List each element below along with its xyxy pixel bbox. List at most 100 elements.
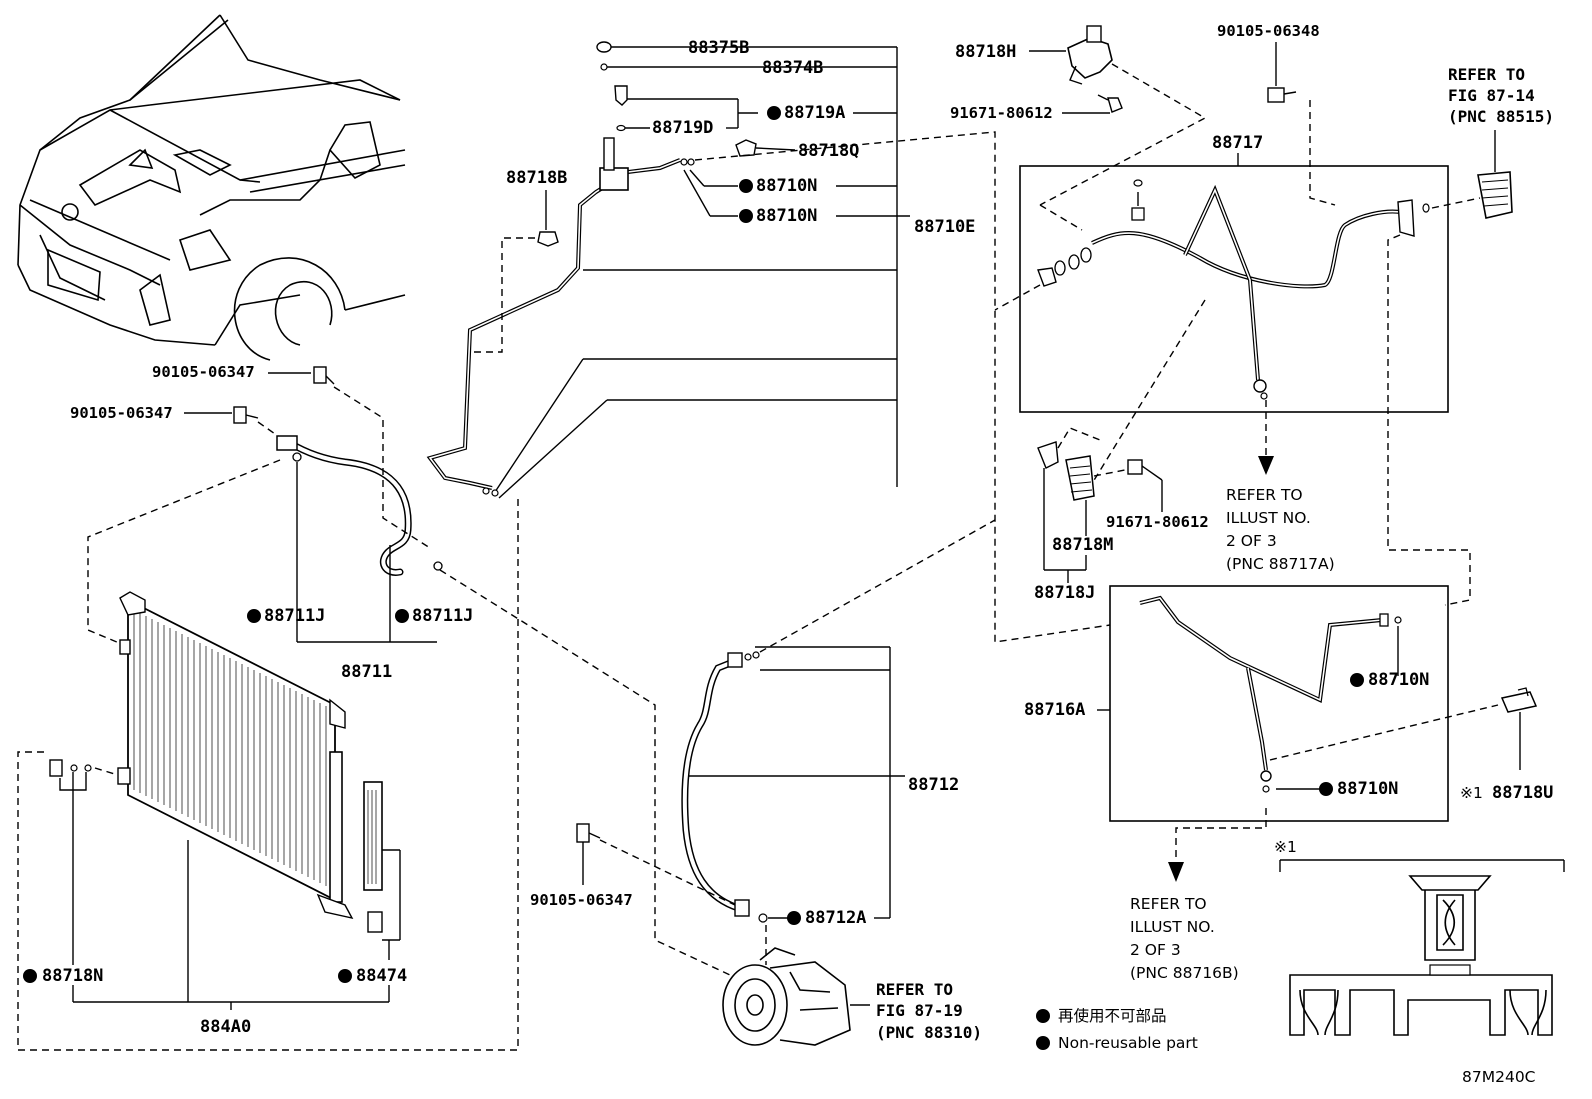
dash-88717-left	[1039, 204, 1083, 231]
dash-condenser-frame	[17, 498, 519, 1051]
label-88718B: 88718B	[506, 168, 567, 188]
svg-text:(PNC 88310): (PNC 88310)	[876, 1023, 982, 1042]
dash-condenser-fit	[94, 767, 119, 776]
part-labels: 88375B 88374B 88719A 88719D 88718Q 88710…	[42, 22, 1553, 1037]
label-90105-06348: 90105-06348	[1217, 22, 1320, 40]
svg-text:REFER TO: REFER TO	[1130, 895, 1207, 913]
bracket-88718H	[1029, 25, 1123, 114]
dash-88717-mid	[1087, 299, 1206, 491]
bolts-90105-left	[233, 366, 335, 424]
svg-text:(PNC 88717A): (PNC 88717A)	[1226, 555, 1335, 573]
label-88716A: 88716A	[1024, 700, 1085, 720]
dash-88717-rightdown	[1387, 234, 1471, 606]
diagram-code: 87M240C	[1462, 1068, 1536, 1086]
dash-88717-right	[1431, 197, 1481, 209]
label-88711J-a: 88711J	[264, 606, 325, 626]
label-88719D: 88719D	[652, 118, 713, 138]
dash-88711-to-condenser	[87, 459, 281, 646]
label-88718J: 88718J	[1034, 583, 1095, 603]
label-88718H: 88718H	[955, 42, 1016, 62]
bolt-90105-06348	[1267, 42, 1297, 103]
pipe-88710E	[426, 41, 757, 497]
dash-88712-upper	[759, 519, 996, 653]
svg-text:FIG 87-19: FIG 87-19	[876, 1001, 963, 1020]
svg-text:ILLUST NO.: ILLUST NO.	[1130, 918, 1215, 936]
label-88718M: 88718M	[1052, 535, 1113, 555]
hose-88712	[681, 651, 768, 923]
svg-text:REFER TO: REFER TO	[1448, 65, 1525, 84]
svg-text:2 OF 3: 2 OF 3	[1226, 532, 1277, 550]
label-88474: 88474	[356, 966, 407, 986]
label-88717: 88717	[1212, 133, 1263, 153]
connector-88515	[1477, 130, 1513, 219]
dash-88717-lower	[994, 284, 1041, 311]
label-88710N-d: 88710N	[1337, 779, 1398, 799]
dash-88711-to-compressor	[439, 569, 731, 976]
dash-bolt-upper	[333, 386, 431, 549]
fittings-88718N	[49, 759, 92, 965]
label-88718N: 88718N	[42, 966, 103, 986]
pipe-88716A	[1139, 595, 1402, 793]
dash-88716A-right	[1269, 704, 1499, 761]
label-88712A: 88712A	[805, 908, 866, 928]
label-88711: 88711	[341, 662, 392, 682]
condenser-884A0	[117, 591, 354, 920]
detail-88718U-section	[1279, 859, 1565, 1036]
clamp-88718J	[1037, 427, 1163, 583]
label-88711J-b: 88711J	[412, 606, 473, 626]
receiver-88474	[363, 781, 401, 960]
ref-illust-88717A: REFER TO ILLUST NO. 2 OF 3 (PNC 88717A)	[1226, 486, 1335, 573]
label-88710N-a: 88710N	[756, 176, 817, 196]
non-reusable-dots	[23, 106, 1364, 1050]
dash-88710E-right	[694, 131, 1111, 643]
label-90105-06347-b: 90105-06347	[70, 404, 173, 422]
clamp-88718B	[470, 190, 559, 353]
leaders-88712	[688, 646, 905, 919]
hose-88711	[276, 435, 443, 576]
dash-88718H	[1039, 63, 1207, 206]
legend: 再使用不可部品 Non-reusable part	[1058, 1007, 1198, 1052]
label-88375B: 88375B	[688, 38, 749, 58]
svg-text:(PNC 88716B): (PNC 88716B)	[1130, 964, 1239, 982]
label-88718Q: 88718Q	[798, 141, 859, 161]
arrow-illust-b	[1168, 808, 1267, 882]
label-884A0: 884A0	[200, 1017, 251, 1037]
label-88374B: 88374B	[762, 58, 823, 78]
label-88710N-c: 88710N	[1368, 670, 1429, 690]
label-88710N-b: 88710N	[756, 206, 817, 226]
label-88718U: 88718U	[1492, 783, 1553, 803]
leaders-88711	[184, 372, 437, 643]
svg-text:2 OF 3: 2 OF 3	[1130, 941, 1181, 959]
label-91671-80612-b: 91671-80612	[1106, 513, 1209, 531]
dash-bolt-compressor	[599, 839, 736, 906]
bolt-90105-centre	[576, 823, 601, 885]
svg-text:REFER TO: REFER TO	[876, 980, 953, 999]
leaders-884A0	[72, 840, 390, 1010]
label-mark1: ※1	[1460, 784, 1483, 802]
dash-90105-06348	[1309, 100, 1336, 206]
pipe-88717	[1037, 179, 1430, 400]
label-91671-80612-a: 91671-80612	[950, 104, 1053, 122]
vehicle-illustration	[17, 14, 406, 361]
label-mark1-detail: ※1	[1274, 838, 1297, 856]
ref-fig-87-14: REFER TO FIG 87-14 (PNC 88515)	[1448, 65, 1554, 126]
arrow-illust-a	[1258, 400, 1274, 475]
ref-fig-87-19: REFER TO FIG 87-19 (PNC 88310)	[876, 980, 982, 1042]
label-88710E: 88710E	[914, 217, 975, 237]
dash-bolt-lower	[257, 421, 279, 437]
ref-illust-88716B: REFER TO ILLUST NO. 2 OF 3 (PNC 88716B)	[1130, 895, 1239, 982]
label-90105-06347-c: 90105-06347	[530, 891, 633, 909]
compressor-illustration	[722, 947, 851, 1046]
label-90105-06347-a: 90105-06347	[152, 363, 255, 381]
box-88716A	[1109, 585, 1449, 822]
svg-text:REFER TO: REFER TO	[1226, 486, 1303, 504]
svg-text:ILLUST NO.: ILLUST NO.	[1226, 509, 1311, 527]
label-88719A: 88719A	[784, 103, 845, 123]
svg-text:FIG 87-14: FIG 87-14	[1448, 86, 1535, 105]
label-88712: 88712	[908, 775, 959, 795]
legend-japanese: 再使用不可部品	[1058, 1007, 1167, 1025]
legend-english: Non-reusable part	[1058, 1034, 1198, 1052]
box-88717	[1019, 165, 1449, 413]
clip-88718U	[1500, 687, 1538, 770]
